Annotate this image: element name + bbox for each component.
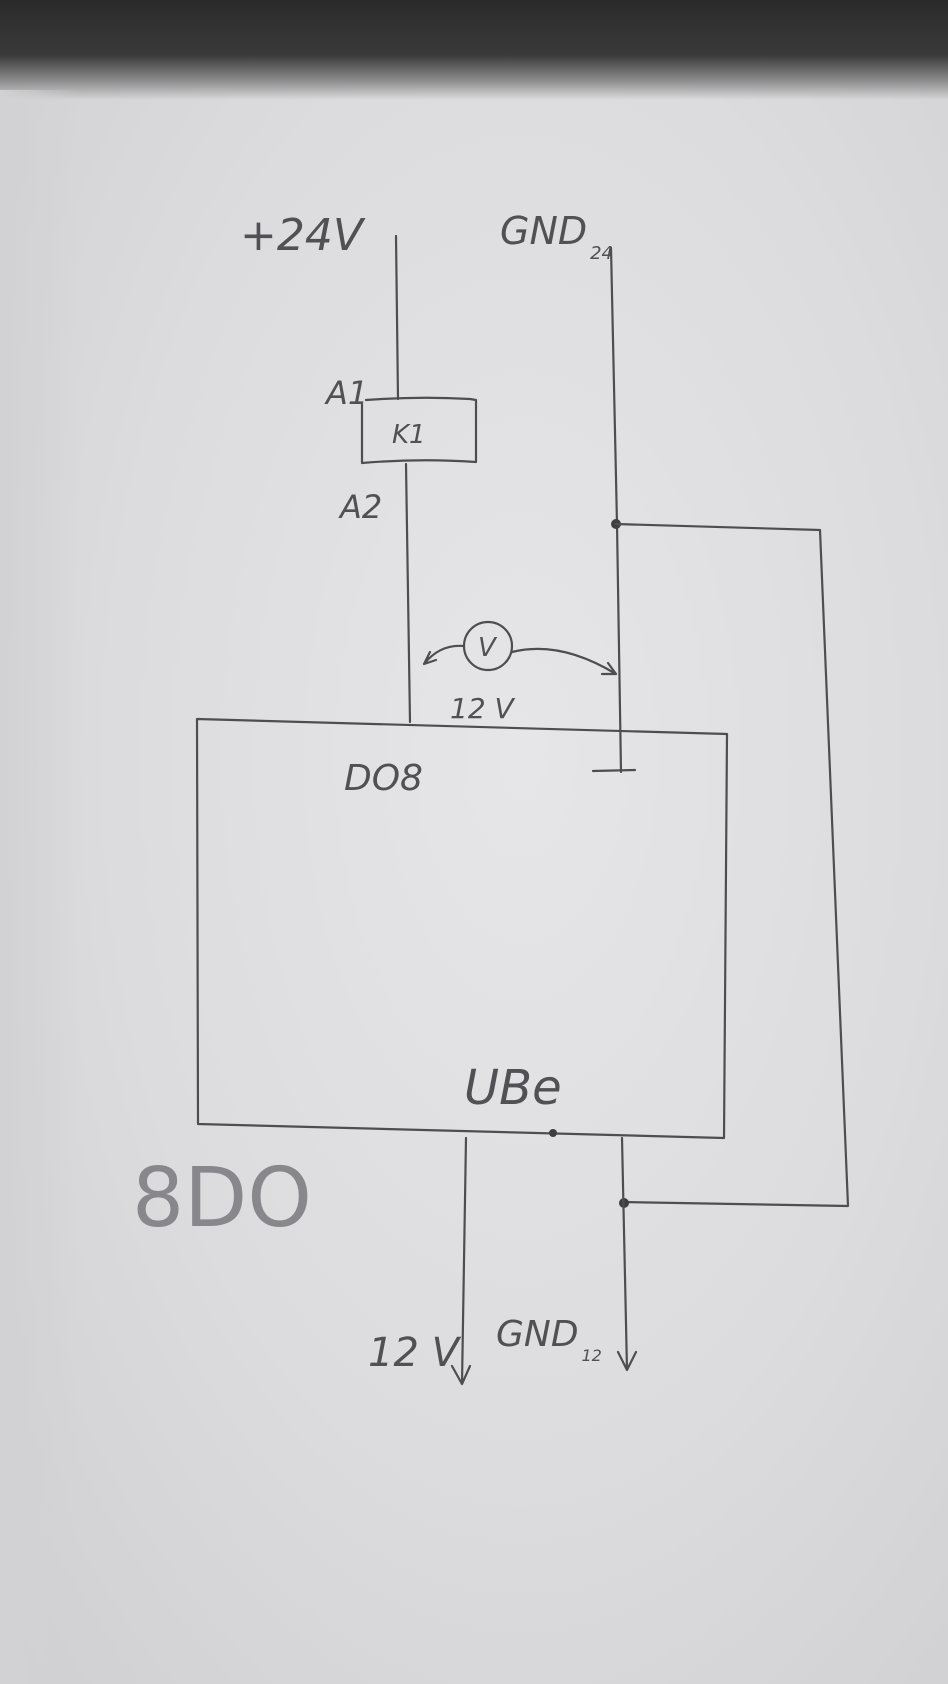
voltmeter-lead-right (510, 647, 618, 676)
label-output-12v: 12 V (368, 1330, 462, 1376)
label-voltmeter-reading: 12 V (450, 692, 516, 725)
wire-24v (394, 234, 400, 401)
photo-left-shadow (0, 90, 80, 1684)
relay-coil-box (360, 396, 478, 465)
wire-do8 (404, 462, 412, 724)
module-dot (549, 1129, 557, 1137)
photo-top-shadow (0, 0, 948, 100)
label-module-8do: 8DO (132, 1151, 312, 1246)
output-12v-arrow (450, 1136, 472, 1386)
wire-gnd-bridge (614, 522, 850, 1208)
label-ube: UBe (464, 1060, 562, 1116)
wire-gnd24 (609, 246, 623, 774)
voltmeter-symbol: V (478, 633, 498, 663)
label-relay-k1: K1 (392, 420, 426, 450)
label-a2: A2 (338, 488, 382, 526)
label-output-gnd12-sub: 12 (582, 1346, 602, 1365)
label-gnd24-sub: 24 (590, 243, 613, 264)
label-plus-24v: +24V (240, 210, 366, 261)
voltmeter-lead-left (422, 644, 466, 666)
module-box (195, 717, 729, 1140)
ground-terminal-bar (591, 768, 637, 773)
label-output-gnd12: GND (496, 1314, 579, 1355)
label-do8: DO8 (344, 758, 423, 799)
label-a1: A1 (324, 374, 368, 412)
output-gnd12-arrow (616, 1136, 638, 1372)
label-gnd24: GND (500, 209, 587, 253)
